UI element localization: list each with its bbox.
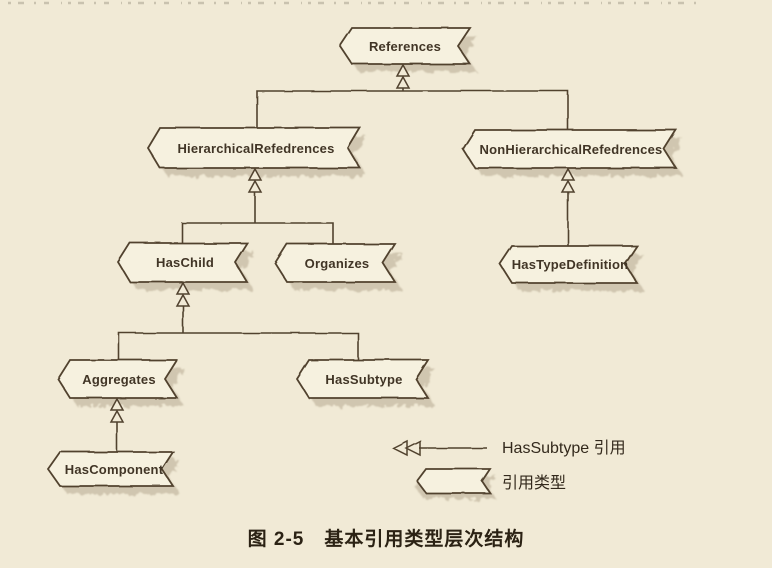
node-organizes-shape [273, 243, 397, 283]
node-has-subtype-label: HasSubtype [325, 372, 402, 387]
node-has-child-shape [116, 242, 249, 283]
node-non-hierarchical-references-label: NonHierarchicalRefedrences [480, 142, 663, 157]
figure-caption: 图 2-5 基本引用类型层次结构 [247, 529, 525, 550]
node-has-type-definition-shape [498, 245, 639, 284]
node-organizes-label: Organizes [305, 256, 370, 271]
legend-shape-label: 引用类型 [502, 474, 566, 492]
banner-labels: References HierarchicalRefedrences NonHi… [65, 39, 663, 477]
legend-arrow-label: HasSubtype 引用 [502, 439, 626, 457]
node-hierarchical-references-shape [146, 127, 362, 169]
legend-banner-icon [415, 468, 492, 494]
banner-shapes [46, 27, 678, 487]
node-has-subtype-shape [295, 359, 430, 399]
node-aggregates-label: Aggregates [82, 372, 156, 387]
node-has-component-shape [46, 451, 175, 487]
node-has-child-label: HasChild [156, 255, 214, 270]
legend-arrow-icon [391, 439, 487, 457]
node-aggregates-shape [56, 359, 179, 399]
node-hierarchical-references-label: HierarchicalRefedrences [177, 141, 334, 156]
node-non-hierarchical-references-shape [461, 129, 678, 169]
node-references-label: References [369, 39, 441, 54]
node-has-type-definition-label: HasTypeDefinition [512, 257, 629, 272]
node-references-shape [338, 27, 472, 65]
connector-lines [116, 88, 569, 452]
legend: HasSubtype 引用 引用类型 [391, 439, 626, 494]
node-has-component-label: HasComponent [65, 462, 164, 477]
